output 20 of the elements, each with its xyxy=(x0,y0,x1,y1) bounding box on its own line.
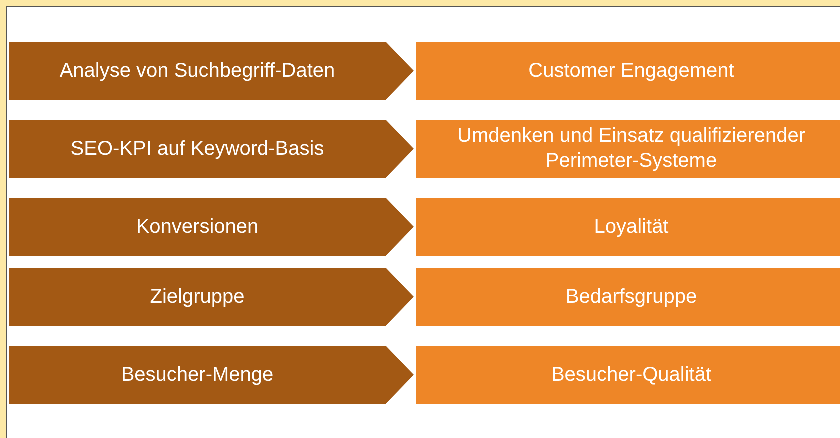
box-label: Besucher-Menge xyxy=(121,362,274,388)
chevron-box xyxy=(9,346,414,404)
box-label: Bedarfsgruppe xyxy=(564,284,698,310)
result-box xyxy=(416,42,840,100)
result-box xyxy=(416,120,840,178)
box-label: Analyse von Suchbegriff-Daten xyxy=(60,58,336,84)
box-label: Loyalität xyxy=(593,214,670,240)
box-label: Umdenken und Einsatz qualifizierender Perimeter-Systeme xyxy=(456,124,806,174)
result-box xyxy=(416,268,840,326)
chevron-box xyxy=(9,198,414,256)
result-box xyxy=(416,198,840,256)
result-box xyxy=(416,346,840,404)
chevron-box xyxy=(9,120,414,178)
box-label: SEO-KPI auf Keyword-Basis xyxy=(70,136,324,162)
box-label: Zielgruppe xyxy=(150,284,245,310)
chevron-box xyxy=(9,42,414,100)
box-label: Customer Engagement xyxy=(528,58,736,84)
chevron-box xyxy=(9,268,414,326)
box-label: Besucher-Qualität xyxy=(550,362,713,388)
box-label: Konversionen xyxy=(136,214,259,240)
